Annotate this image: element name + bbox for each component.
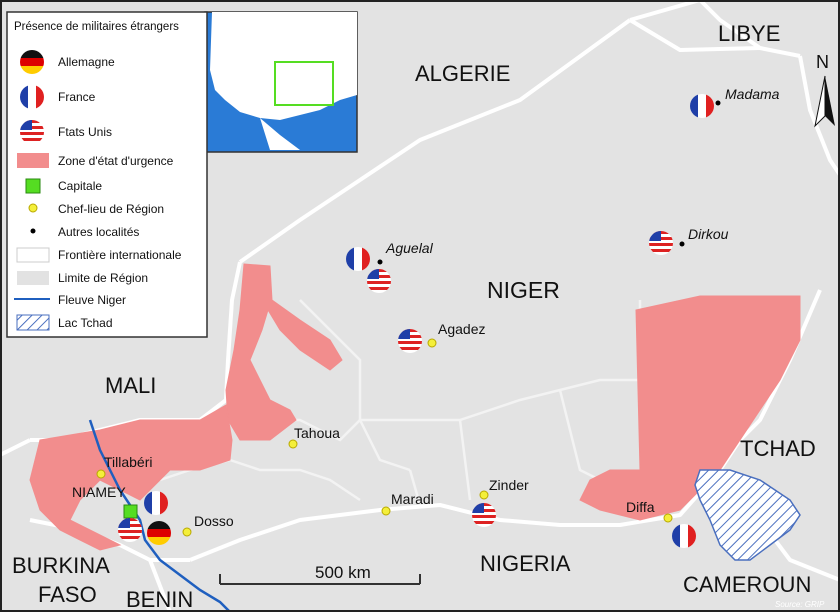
usa-flag-icon [398, 329, 422, 353]
label-benin: BENIN [126, 587, 193, 612]
legend-item-region-border: Limite de Région [58, 271, 148, 285]
region-capital-swatch [28, 203, 38, 213]
label-tahoua: Tahoua [294, 425, 340, 441]
label-tchad: TCHAD [740, 436, 816, 461]
france-flag-icon [346, 247, 370, 271]
intl-border-swatch [16, 247, 50, 263]
source-label: Source: GRIP [775, 600, 825, 609]
label-niamey: NIAMEY [72, 484, 126, 500]
dot-tillaberi [96, 469, 106, 479]
legend-item-capital: Capitale [58, 179, 102, 193]
label-zinder: Zinder [489, 477, 529, 493]
france-flag-icon [690, 94, 714, 118]
dot-maradi [381, 506, 391, 516]
france-flag-icon [20, 85, 44, 109]
germany-flag-icon [20, 50, 44, 74]
label-cameroun: CAMEROUN [683, 572, 811, 597]
capital-swatch [25, 178, 41, 194]
town-swatch [30, 228, 36, 234]
legend-item-lake: Lac Tchad [58, 316, 113, 330]
label-madama: Madama [725, 86, 780, 102]
usa-flag-icon [649, 231, 673, 255]
scale-bar: 500 km [219, 563, 421, 585]
france-flag-icon [144, 491, 168, 515]
lake-swatch [16, 314, 50, 331]
legend-item-river: Fleuve Niger [58, 293, 126, 307]
label-dosso: Dosso [194, 513, 234, 529]
label-dirkou: Dirkou [688, 226, 729, 242]
emergency-swatch [17, 153, 49, 168]
legend-item-emergency: Zone d'état d'urgence [58, 154, 174, 168]
label-tillaberi: Tillabéri [104, 454, 153, 470]
label-mali: MALI [105, 373, 156, 398]
label-libye: LIBYE [718, 21, 780, 46]
usa-flag-icon [367, 269, 391, 293]
usa-flag-icon [472, 503, 496, 527]
legend-item-intl-border: Frontière internationale [58, 248, 182, 262]
capital-niamey [123, 504, 138, 519]
town-dirkou [679, 241, 685, 247]
label-niger: NIGER [487, 277, 560, 303]
usa-flag-icon [20, 120, 44, 144]
north-label: N [816, 52, 829, 72]
emergency-zones [29, 263, 801, 551]
label-faso: FASO [38, 582, 97, 607]
region-capitals [96, 338, 673, 537]
legend-item-germany: Allemagne [58, 55, 115, 69]
label-aguelal: Aguelal [385, 240, 434, 256]
inset-niger-box [274, 61, 334, 106]
region-border-swatch [17, 271, 49, 285]
usa-flag-icon [118, 518, 142, 542]
north-arrow-dark-half [825, 76, 835, 126]
legend-item-region-capital: Chef-lieu de Région [58, 202, 164, 216]
town-aguelal [377, 259, 383, 265]
legend-box: Présence de militaires étrangers Allemag… [6, 11, 208, 338]
label-algerie: ALGERIE [415, 61, 510, 86]
legend-title: Présence de militaires étrangers [14, 21, 179, 33]
scale-label: 500 km [315, 563, 371, 582]
label-burkina: BURKINA [12, 553, 110, 578]
label-maradi: Maradi [391, 491, 434, 507]
legend-item-france: France [58, 90, 96, 104]
tillaberi-emergency-zone [29, 404, 233, 551]
dot-tahoua [288, 439, 298, 449]
dot-diffa [663, 513, 673, 523]
france-flag-icon [672, 524, 696, 548]
inset-locator-map [204, 11, 358, 153]
north-arrow: N [814, 52, 835, 128]
legend-item-other-town: Autres localités [58, 225, 139, 239]
lake-chad [694, 469, 801, 561]
legend-item-usa: Ftats Unis [58, 125, 112, 139]
dot-zinder [479, 490, 489, 500]
dot-dosso [182, 527, 192, 537]
label-diffa: Diffa [626, 499, 655, 515]
label-agadez: Agadez [438, 321, 485, 337]
north-arrow-light-half [814, 75, 826, 128]
label-nigeria: NIGERIA [480, 551, 571, 576]
niger-river [88, 419, 231, 612]
germany-flag-icon [147, 521, 171, 545]
town-madama [715, 100, 721, 106]
tahoua-emergency-zone [225, 263, 343, 441]
dot-agadez [427, 338, 437, 348]
flag-markers [118, 94, 714, 548]
